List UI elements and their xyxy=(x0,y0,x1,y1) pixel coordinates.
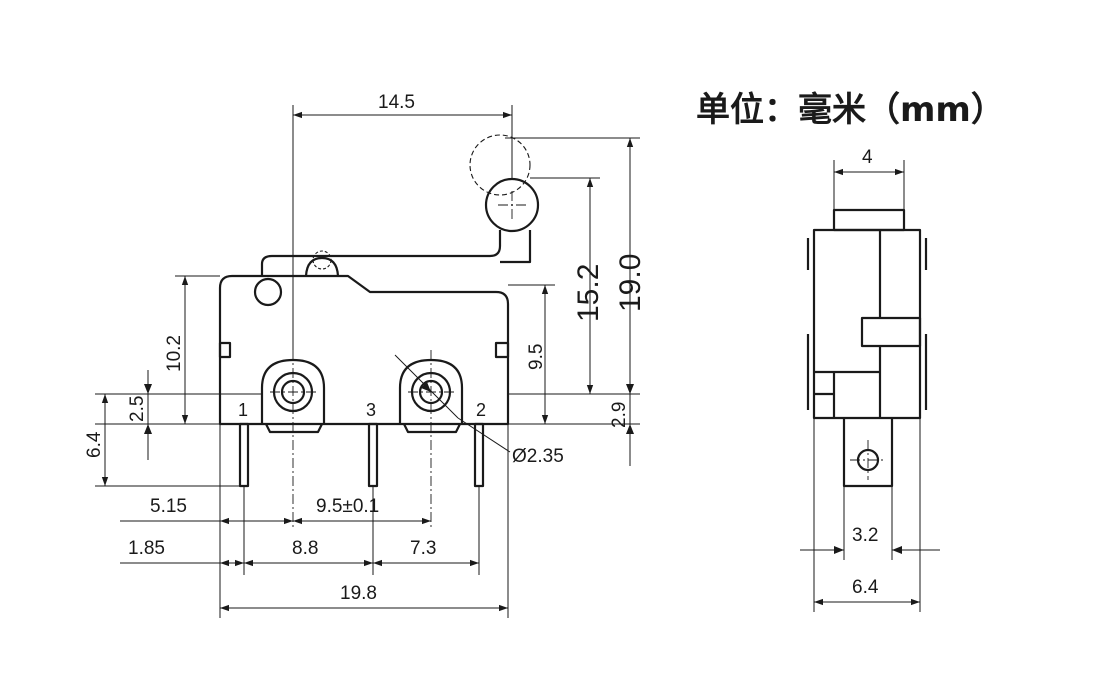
side-plunger xyxy=(832,208,906,232)
unit-label: 单位：毫米（mm） xyxy=(696,90,1005,130)
dim-total-height: 19.0 xyxy=(614,254,647,312)
dim-pin-length: 6.4 xyxy=(84,431,105,458)
side-dim-tab-width: 3.2 xyxy=(852,525,878,546)
body-notch-right xyxy=(494,341,510,359)
side-terminal-tab xyxy=(842,418,894,488)
dim-edge-to-hole: 5.15 xyxy=(150,496,187,517)
dim-overall-lever-width: 14.5 xyxy=(378,92,415,113)
side-dim-body-width: 6.4 xyxy=(852,577,879,598)
switch-body xyxy=(218,274,510,426)
dim-terminal-center-height: 9.5 xyxy=(526,344,547,370)
dim-body-height: 10.2 xyxy=(164,335,185,372)
roller xyxy=(484,177,540,233)
lever-bump xyxy=(304,256,340,277)
body-notch-left xyxy=(218,341,232,359)
dim-terminal-offset-right: 2.9 xyxy=(609,402,630,428)
dim-hole-pitch: 9.5±0.1 xyxy=(316,496,379,517)
dim-edge-to-pin: 1.85 xyxy=(128,538,165,559)
front-view: 1 3 2 14.5 15.2 19.0 2.9 9.5 xyxy=(84,92,647,618)
terminal-label-2: 2 xyxy=(476,400,486,420)
side-dim-plunger-width: 4 xyxy=(862,147,873,168)
dim-lever-height: 15.2 xyxy=(572,264,605,322)
terminal-label-3: 3 xyxy=(366,400,376,420)
lever-arm xyxy=(260,230,502,276)
dim-body-width: 19.8 xyxy=(340,583,377,604)
dim-pin1-to-pin3: 8.8 xyxy=(292,538,318,559)
dim-terminal-offset-left: 2.5 xyxy=(127,396,148,422)
dim-hole-diameter: Ø2.35 xyxy=(512,446,564,467)
terminal-label-1: 1 xyxy=(238,400,248,420)
side-body xyxy=(812,228,922,420)
pin-1 xyxy=(238,422,250,488)
roller-ghost xyxy=(469,134,531,196)
pivot-circle xyxy=(253,277,283,307)
dim-pin3-to-pin2: 7.3 xyxy=(410,538,436,559)
pin-3 xyxy=(367,422,379,488)
side-view: 4 3.2 6.4 xyxy=(800,147,940,612)
